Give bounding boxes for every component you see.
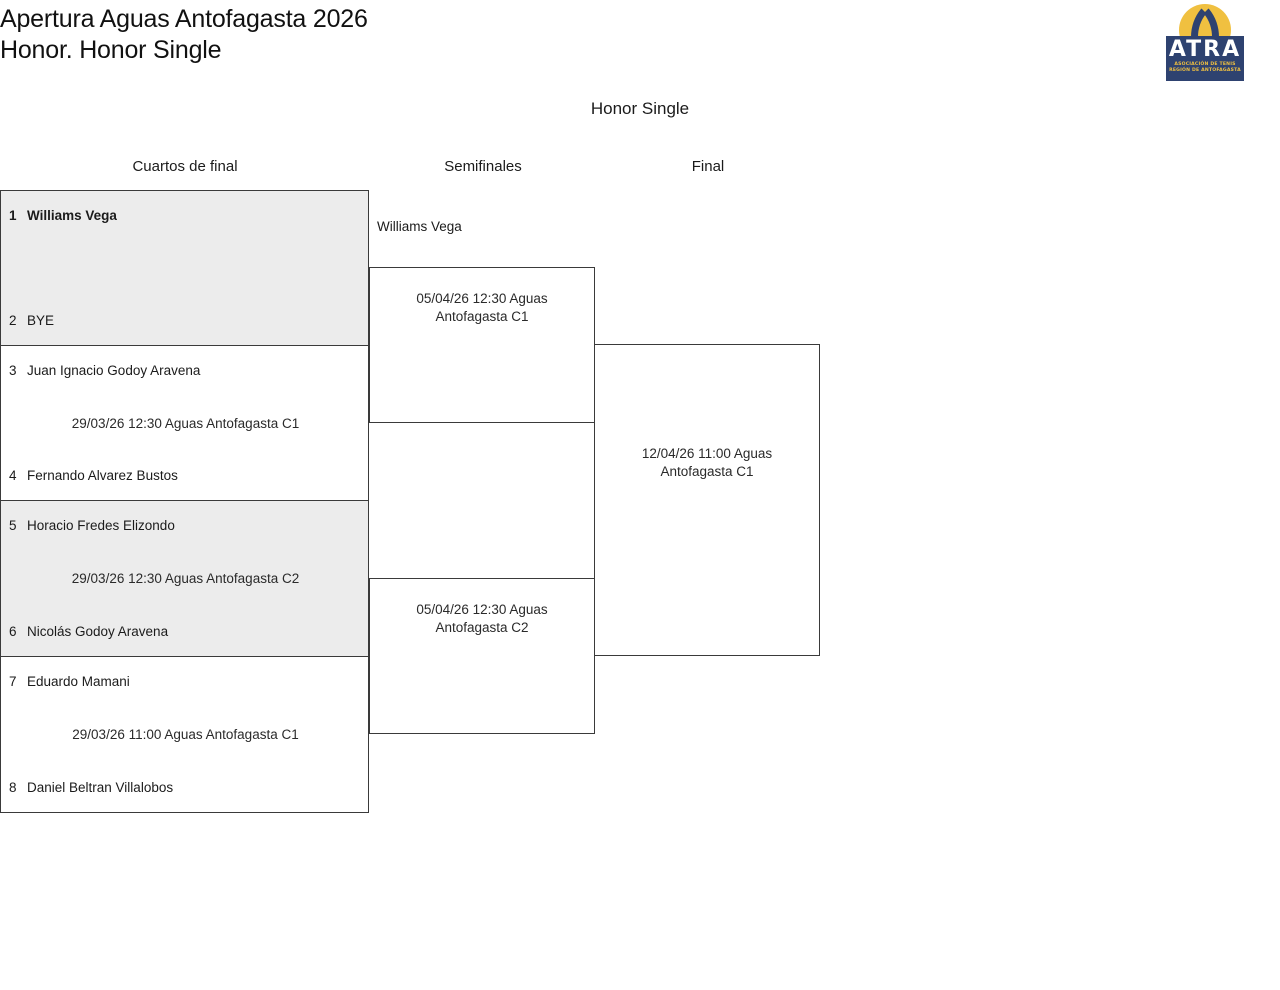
category-name: Honor. Honor Single (0, 36, 222, 64)
player-name-8: Daniel Beltran Villalobos (27, 780, 174, 795)
player-name-4: Fernando Alvarez Bustos (27, 468, 178, 483)
match-info-qf-3: 29/03/26 12:30 Aguas Antofagasta C2 (71, 571, 300, 586)
match-info-sf-2: 05/04/26 12:30 Aguas Antofagasta C2 (416, 602, 548, 635)
round-header-quarterfinals: Cuartos de final (132, 158, 238, 175)
seed-number-2: 2 (9, 313, 17, 328)
player-slot-8[interactable]: 8 Daniel Beltran Villalobos (9, 780, 360, 795)
player-name-6: Nicolás Godoy Aravena (27, 624, 169, 639)
page-title: Apertura Aguas Antofagasta 2026 Honor. H… (0, 4, 900, 66)
final-block[interactable]: 12/04/26 11:00 Aguas Antofagasta C1 (594, 344, 820, 656)
round-header-semifinals: Semifinales (444, 158, 522, 175)
quarterfinal-block-4[interactable]: 7 Eduardo Mamani 29/03/26 11:00 Aguas Ant… (0, 656, 369, 813)
quarterfinal-block-3[interactable]: 5 Horacio Fredes Elizondo 29/03/26 12:30 … (0, 500, 369, 657)
match-info-sf-1: 05/04/26 12:30 Aguas Antofagasta C1 (416, 291, 548, 324)
player-slot-5[interactable]: 5 Horacio Fredes Elizondo (9, 518, 360, 533)
seed-number-7: 7 (9, 674, 17, 689)
logo-subtitle-line2: REGIÓN DE ANTOFAGASTA (1169, 68, 1241, 74)
match-info-final: 12/04/26 11:00 Aguas Antofagasta C1 (641, 446, 773, 479)
player-name-7: Eduardo Mamani (27, 674, 130, 689)
seed-number-3: 3 (9, 363, 17, 378)
logo-wordmark: ATRA (1168, 37, 1242, 62)
quarterfinal-block-1[interactable]: 1 Williams Vega 2 BYE (0, 190, 369, 346)
player-name-1: Williams Vega (27, 208, 117, 223)
match-info-qf-2: 29/03/26 12:30 Aguas Antofagasta C1 (71, 416, 300, 431)
semifinal-block-2[interactable]: 05/04/26 12:30 Aguas Antofagasta C2 (369, 578, 595, 734)
advanced-player-sf-1[interactable]: Williams Vega (377, 219, 462, 234)
player-slot-2[interactable]: 2 BYE (9, 313, 360, 328)
atra-logo: ATRA ASOCIACIÓN DE TENIS REGIÓN DE ANTOF… (1166, 3, 1244, 81)
player-name-2: BYE (27, 313, 55, 328)
round-header-final: Final (691, 158, 725, 175)
player-slot-6[interactable]: 6 Nicolás Godoy Aravena (9, 624, 360, 639)
seed-number-5: 5 (9, 518, 17, 533)
player-name-3: Juan Ignacio Godoy Aravena (27, 363, 201, 378)
draw-title: Honor Single (590, 99, 690, 118)
player-slot-7[interactable]: 7 Eduardo Mamani (9, 674, 360, 689)
tournament-name: Apertura Aguas Antofagasta 2026 (0, 5, 368, 33)
player-slot-4[interactable]: 4 Fernando Alvarez Bustos (9, 468, 360, 483)
seed-number-1: 1 (9, 208, 17, 223)
seed-number-8: 8 (9, 780, 17, 795)
logo-plate (1166, 36, 1244, 81)
player-slot-1[interactable]: 1 Williams Vega (9, 208, 360, 223)
match-info-qf-4: 29/03/26 11:00 Aguas Antofagasta C1 (72, 727, 299, 742)
semifinal-block-1[interactable]: 05/04/26 12:30 Aguas Antofagasta C1 (369, 267, 595, 423)
seed-number-4: 4 (9, 468, 17, 483)
seed-number-6: 6 (9, 624, 17, 639)
player-name-5: Horacio Fredes Elizondo (27, 518, 175, 533)
logo-subtitle-line1: ASOCIACIÓN DE TENIS (1174, 62, 1236, 67)
quarterfinal-block-2[interactable]: 3 Juan Ignacio Godoy Aravena 29/03/26 12:… (0, 345, 369, 501)
logo-subtitle: ASOCIACIÓN DE TENIS REGIÓN DE ANTOFAGAST… (1166, 62, 1244, 74)
player-slot-3[interactable]: 3 Juan Ignacio Godoy Aravena (9, 363, 360, 378)
